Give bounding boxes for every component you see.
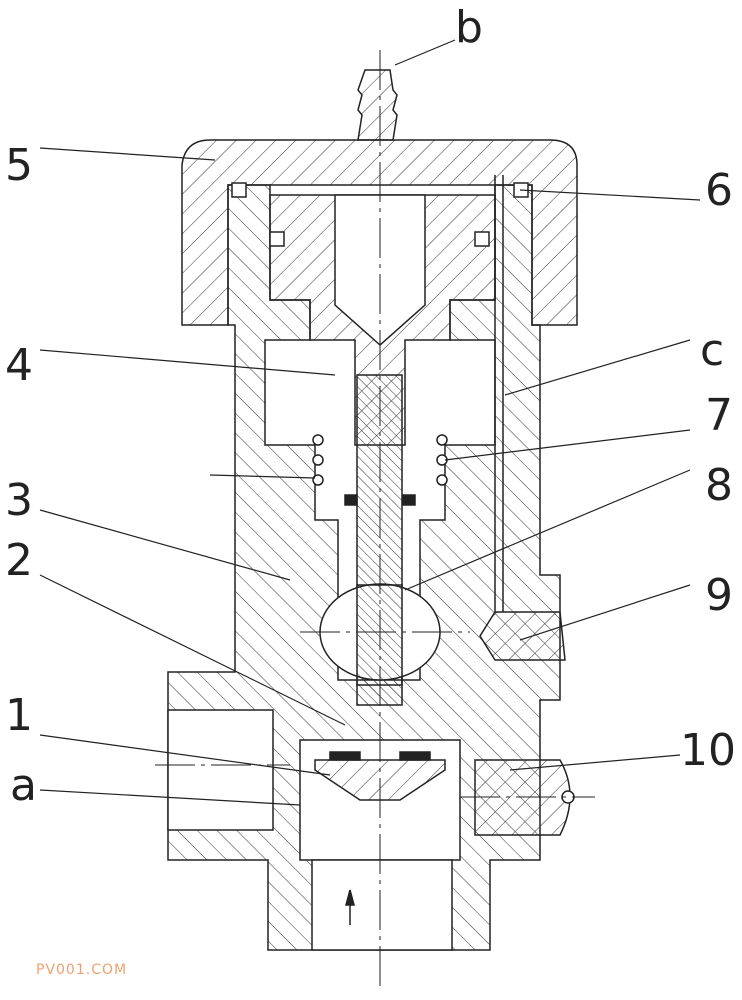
label-a: a: [10, 760, 37, 811]
nipple-b: [357, 69, 398, 141]
springs-7: [312, 434, 575, 804]
label-7: 7: [705, 390, 733, 441]
label-9: 9: [705, 570, 733, 621]
seal-2-left: [329, 751, 361, 761]
label-10: 10: [680, 725, 736, 776]
label-c: c: [700, 325, 724, 376]
label-8: 8: [705, 460, 733, 511]
center-lines: [155, 50, 595, 990]
label-4: 4: [5, 340, 33, 391]
fitting-9: [479, 611, 566, 661]
leader-lines: [39, 39, 701, 806]
label-2: 2: [5, 535, 33, 586]
watermark: PV001.COM: [36, 962, 128, 978]
flow-arrow-icon: [345, 889, 355, 925]
piston-cavity: [334, 194, 426, 347]
o-rings: [231, 182, 529, 506]
inlet-port: [167, 709, 274, 831]
label-1: 1: [5, 690, 33, 741]
label-6: 6: [705, 165, 733, 216]
outlet-bore: [311, 859, 453, 951]
label-b: b: [455, 2, 483, 53]
channel-c: [494, 175, 504, 612]
label-3: 3: [5, 475, 33, 526]
label-5: 5: [5, 140, 33, 191]
seal-2-right: [399, 751, 431, 761]
